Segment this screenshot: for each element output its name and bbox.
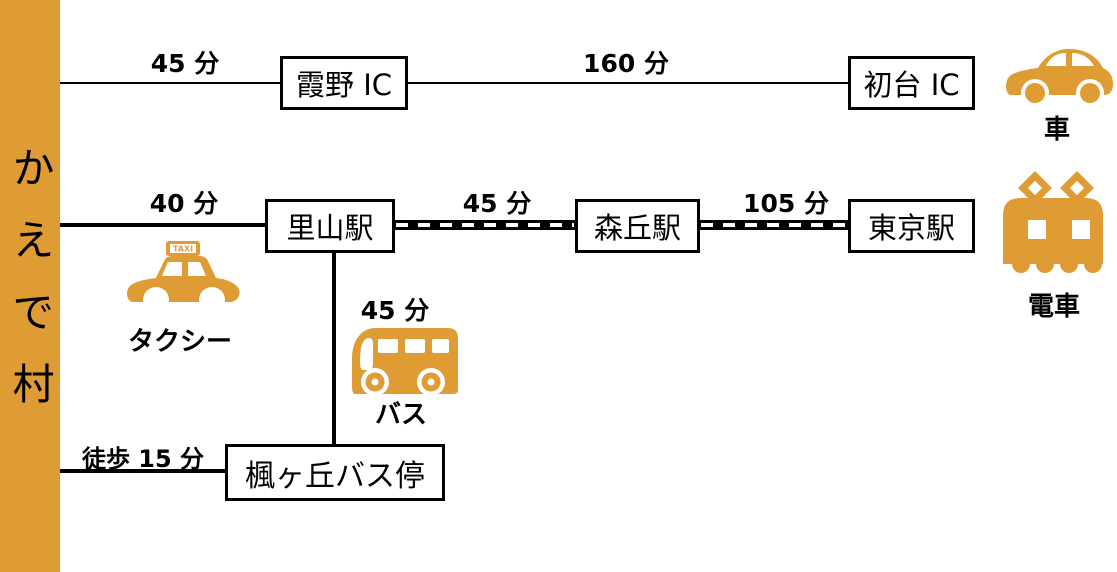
car-route-line-2 <box>408 82 848 84</box>
train-mode-label: 電車 <box>1027 292 1081 322</box>
car-icon <box>1006 49 1113 107</box>
train-icon <box>1003 171 1103 273</box>
bus-duration: 45 分 <box>360 296 430 325</box>
taxi-label: タクシー <box>127 327 233 357</box>
railway-line-2 <box>698 220 850 230</box>
car-seg1-duration: 45 分 <box>150 49 220 78</box>
taxi-sign-text: TAXI <box>173 245 193 254</box>
car-mode-label: 車 <box>1043 115 1071 145</box>
car-seg2-duration: 160 分 <box>583 49 669 78</box>
walk-route-line <box>60 469 226 473</box>
walk-duration: 徒歩 15 分 <box>81 445 205 473</box>
node-morioka-station: 森丘駅 <box>575 199 700 253</box>
bus-icon <box>352 328 458 396</box>
taxi-icon: TAXI <box>126 241 240 313</box>
node-tokyo-station: 東京駅 <box>848 199 975 253</box>
train-seg2-duration: 45 分 <box>462 189 532 218</box>
village-bar <box>0 0 60 572</box>
node-kaedegaoka-bus-stop: 楓ヶ丘バス停 <box>225 444 445 501</box>
bus-mode-label: バス <box>374 400 428 430</box>
bus-route-line <box>332 252 336 446</box>
train-seg3-duration: 105 分 <box>743 189 829 218</box>
railway-line-1 <box>393 220 577 230</box>
car-route-line-1 <box>60 82 280 84</box>
train-seg1-duration: 40 分 <box>149 189 219 218</box>
node-satoyama-station: 里山駅 <box>265 199 395 253</box>
village-name: かえで村 <box>6 146 55 434</box>
node-hatsudai-ic: 初台 IC <box>848 56 975 110</box>
node-kasumino-ic: 霞野 IC <box>280 56 408 110</box>
train-route-access-line <box>60 223 265 227</box>
